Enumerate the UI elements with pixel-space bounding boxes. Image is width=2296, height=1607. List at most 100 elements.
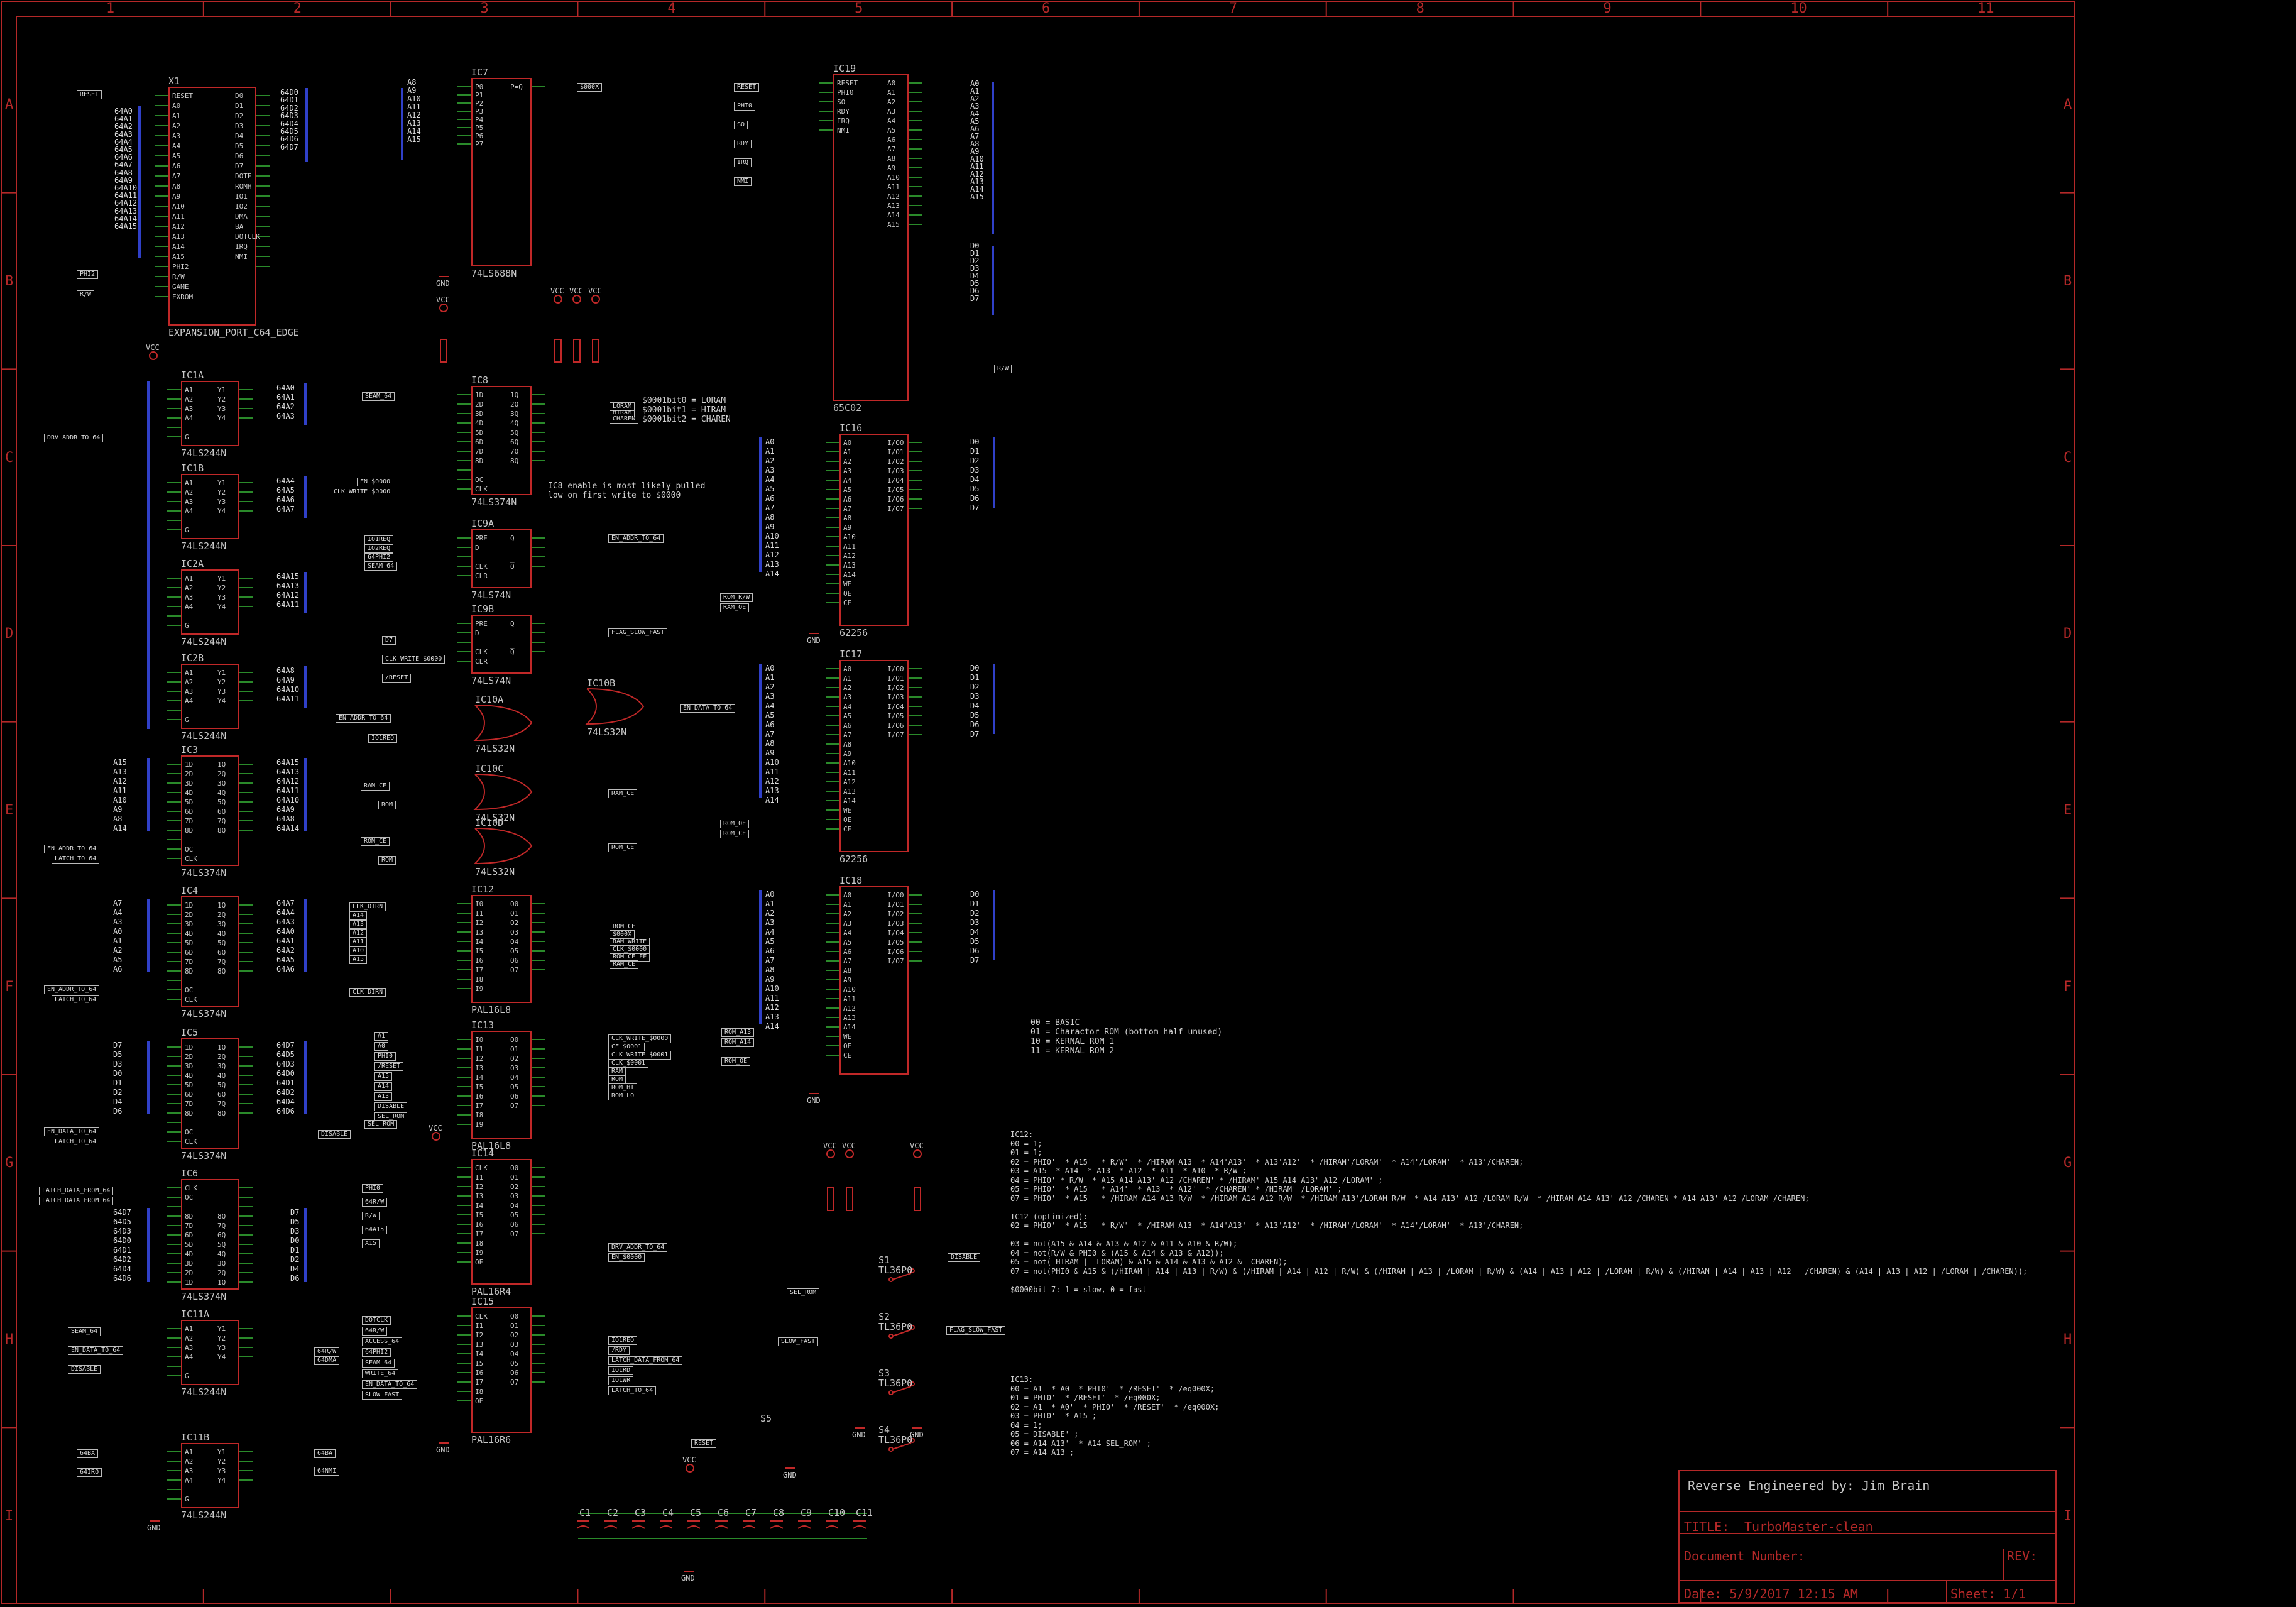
ic6-pin-7d: 7D: [185, 1222, 194, 1230]
frame-outer: [1, 1, 2075, 1604]
x1-left-64a2: 64A2: [114, 122, 133, 131]
ic9b-type: 74LS74N: [471, 675, 511, 686]
ic19-pin-rdy: RDY: [837, 107, 850, 116]
ic15-in-0: DOTCLK: [362, 1316, 391, 1325]
ic2b-out-64a9: 64A9: [276, 676, 295, 684]
ic14-pin-o1: O1: [510, 1173, 519, 1182]
ic8-pin-2q: 2Q: [510, 400, 519, 409]
ic16-pin-oe: OE: [843, 590, 852, 598]
ic1b-pin-y1: Y1: [217, 479, 226, 487]
ic7-in-a15: A15: [407, 135, 421, 144]
ic17-pin-a4: A4: [843, 703, 852, 711]
ic12-in-5: A10: [349, 946, 368, 955]
ic15-out-1: /RDY: [608, 1346, 630, 1355]
ic6-out-d4: D4: [290, 1264, 300, 1273]
ic12-pin-i8: I8: [475, 975, 484, 984]
ic19-pin-a9: A9: [887, 164, 896, 172]
ic18-d-d0: D0: [970, 890, 980, 899]
ic7-in-a13: A13: [407, 119, 421, 128]
ic1a-out-64a0: 64A0: [276, 383, 295, 392]
vcc-label-5: VCC: [842, 1141, 856, 1150]
ic10a-name: IC10A: [475, 694, 504, 705]
ic19-pin-a2: A2: [887, 98, 896, 106]
ic13-in-4: A15: [374, 1072, 393, 1081]
ic15-out-2: LATCH_DATA_FROM_64: [608, 1356, 683, 1365]
switch-lever: [892, 1273, 912, 1280]
ic17-a-a5: A5: [765, 711, 775, 720]
ic14-pin-o7: O7: [510, 1230, 519, 1238]
switch-contact: [888, 1390, 894, 1395]
ic4-in-a5: A5: [113, 955, 123, 964]
ic13-in-1: A0: [374, 1042, 389, 1051]
ic4-pin-1d: 1D: [185, 901, 194, 909]
ic18-pin-a10: A10: [843, 985, 856, 994]
x1-pin-d0: D0: [235, 92, 244, 100]
ic3-in-a9: A9: [113, 805, 123, 814]
ic8-pin-oc: OC: [475, 476, 484, 484]
x1-pin-nmi: NMI: [235, 253, 248, 261]
ic11b-pin-y4: Y4: [217, 1476, 226, 1484]
x1-pin-a7: A7: [172, 172, 181, 180]
ic2b-body: [181, 664, 239, 729]
ic17-pin-i/o3: I/O3: [887, 693, 904, 701]
grid-col-4: 4: [667, 1, 676, 16]
ic3-out-64a15: 64A15: [276, 758, 300, 767]
ic18-pin-i/o7: I/O7: [887, 957, 904, 965]
ic13-pin-i7: I7: [475, 1102, 484, 1110]
switch-contact: [888, 1447, 894, 1452]
ic13-bus: DISABLE: [318, 1130, 351, 1139]
ic12-pin-o3: O3: [510, 928, 519, 936]
ic7-in-a12: A12: [407, 111, 421, 119]
ic16-type: 62256: [839, 627, 868, 639]
x1-reset-tag: RESET: [77, 90, 102, 99]
ic15-pin-oe: OE: [475, 1397, 484, 1405]
ic11b-pin-a2: A2: [185, 1457, 194, 1466]
ic9a-in-2: 64PHI2: [364, 553, 394, 562]
ic4-pin-8d: 8D: [185, 967, 194, 975]
vcc-label-6: VCC: [910, 1141, 924, 1150]
ic3-out-64a11: 64A11: [276, 786, 300, 795]
ic7-pin-p4: P4: [475, 116, 484, 124]
ic17-pin-i/o4: I/O4: [887, 703, 904, 711]
ic5-oc: EN_DATA_TO_64: [44, 1127, 100, 1136]
ic4-name: IC4: [181, 885, 199, 896]
ic12-type: PAL16L8: [471, 1004, 511, 1016]
ic10d-in2: ROM: [378, 856, 396, 865]
ic14-pin-clk: CLK: [475, 1164, 488, 1172]
ic12-out-4: ROM_CE_FF: [610, 953, 650, 962]
ic3-out-64a9: 64A9: [276, 805, 295, 814]
cap-c11-name: C11: [856, 1507, 873, 1518]
title-block-sheet: Sheet: 1/1: [1950, 1586, 2026, 1601]
ic18-a-a3: A3: [765, 918, 775, 927]
title-block-doc-number: Document Number:: [1684, 1549, 1805, 1564]
grid-row-F: F: [5, 979, 14, 995]
ic8-pin-4d: 4D: [475, 419, 484, 427]
vcc-symbol: [432, 1132, 440, 1141]
cap-plate-curved: [714, 1525, 728, 1529]
ic8-en-tag: EN_$0000: [357, 478, 394, 486]
ic10c-in1: RAM_CE: [361, 782, 390, 791]
vcc-symbol: [572, 295, 581, 304]
switch-s1-name: S1: [878, 1254, 890, 1266]
ic17-pin-a8: A8: [843, 740, 852, 749]
ic18-d-d5: D5: [970, 937, 980, 946]
ic13-pin-i5: I5: [475, 1083, 484, 1091]
ic18-pin-a3: A3: [843, 919, 852, 928]
gnd-label-5: GND: [783, 1471, 797, 1479]
resistor-0: [440, 339, 447, 363]
ic4-pin-3d: 3D: [185, 920, 194, 928]
ic4-pin-oc: OC: [185, 986, 194, 994]
cap-plate-curved: [797, 1525, 811, 1529]
ic17-oe: ROM_CE: [720, 830, 750, 838]
ic11b-name: IC11B: [181, 1432, 210, 1443]
ic16-oe: RAM_OE: [720, 603, 750, 612]
ic1b-pin-a3: A3: [185, 498, 194, 506]
ic17-a-a10: A10: [765, 758, 779, 767]
ic4-in-a6: A6: [113, 965, 123, 974]
ic5-pin-2q: 2Q: [217, 1053, 226, 1061]
ic17-pin-i/o6: I/O6: [887, 721, 904, 730]
cap-plate-curved: [687, 1525, 701, 1529]
cap-c2-name: C2: [607, 1507, 619, 1518]
ic19-out-a13: A13: [970, 177, 984, 186]
ic5-in-d5: D5: [113, 1050, 123, 1059]
